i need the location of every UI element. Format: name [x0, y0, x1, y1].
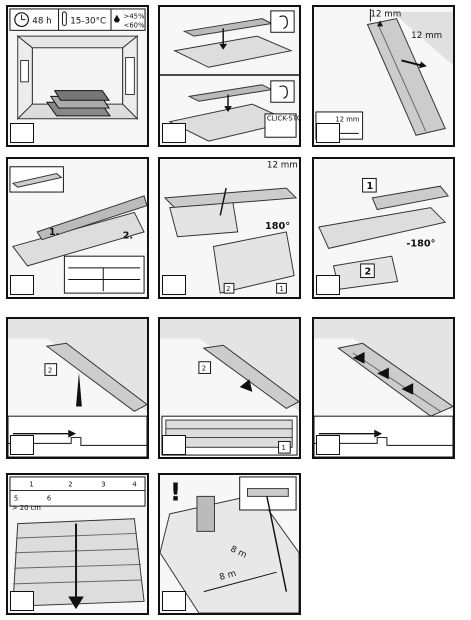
dimension-b-label: 8 m — [218, 569, 237, 583]
step-number — [316, 435, 340, 455]
acclim-time: 48 h — [32, 17, 51, 27]
row-number-5: 5 — [14, 494, 18, 502]
step-number — [316, 123, 340, 143]
step-panel-rotate-board: 1 -180° 2 — [312, 157, 455, 299]
warning-mark: ! — [170, 477, 182, 506]
step-two-label: 2. — [123, 231, 133, 242]
thermometer-icon — [61, 11, 67, 26]
row-number-4: 4 — [132, 481, 136, 489]
row-number-6: 6 — [47, 494, 51, 502]
rotation-label: -180° — [406, 238, 435, 249]
expansion-joint-illustration: ! 8 m 8 m — [160, 476, 299, 613]
step-panel-connect-boards: CLICK-STOP — [158, 5, 301, 147]
step-number — [10, 123, 34, 143]
step-number — [162, 591, 186, 611]
step-panel-expansion-joint: ! 8 m 8 m — [158, 473, 301, 615]
click-stop-label: CLICK-STOP — [267, 115, 299, 123]
row-number-2: 2 — [68, 481, 72, 489]
humidity-low: <60% — [124, 21, 145, 29]
temperature-range: 15-30°C — [70, 17, 106, 27]
tag-two: 2 — [226, 285, 230, 293]
step-number — [316, 275, 340, 295]
step-panel-acclimatize: 48 h 15-30°C >45% <60% — [6, 5, 149, 147]
tag-two: 2 — [202, 365, 206, 373]
step-number — [10, 275, 34, 295]
gap-top-label: 12 mm — [370, 10, 401, 20]
step-panel-offset-rows: 1 2 3 4 5 6 > 20 cm — [6, 473, 149, 615]
angle-insert-illustration: 1. 2. — [9, 166, 147, 294]
step-number — [10, 435, 34, 455]
row-number-3: 3 — [101, 481, 105, 489]
step-one-label: 1. — [49, 227, 59, 238]
acclimatize-illustration: 48 h 15-30°C >45% <60% — [9, 8, 146, 120]
min-offset-label: > 20 cm — [12, 504, 41, 512]
step-panel-tap-in — [312, 317, 455, 459]
tag-one: 1 — [281, 444, 285, 452]
step-panel-cut-last-board: 12 mm 180° 2 1 — [158, 157, 301, 299]
rotation-label: 180° — [265, 221, 290, 232]
use-offcut-illustration: 2 2 1 — [160, 319, 299, 456]
gap-detail-label: 12 mm — [335, 116, 359, 124]
step-panel-use-offcut: 2 2 1 — [158, 317, 301, 459]
step-number — [162, 123, 186, 143]
first-row-illustration: 12 mm 12 mm 12 mm — [315, 8, 453, 140]
humidity-icon — [113, 14, 120, 23]
offset-rows-illustration: 1 2 3 4 5 6 > 20 cm — [9, 476, 146, 610]
step-number — [10, 591, 34, 611]
clock-icon — [14, 12, 30, 28]
tag-two: 2 — [365, 267, 372, 278]
step-panel-second-row: 2 — [6, 317, 149, 459]
tag-one: 1 — [366, 181, 373, 192]
gap-label: 12 mm — [267, 161, 298, 171]
row-number-1: 1 — [29, 481, 33, 489]
step-panel-first-row: 12 mm 12 mm 12 mm — [312, 5, 455, 147]
cut-board-illustration: 12 mm 180° 2 1 — [163, 161, 298, 294]
gap-side-label: 12 mm — [411, 31, 442, 41]
connect-boards-illustration: CLICK-STOP — [160, 7, 299, 142]
step-panel-angle-insert: 1. 2. — [6, 157, 149, 299]
ear-icon — [270, 10, 295, 33]
tag-one: 1 — [280, 285, 284, 293]
tag-two: 2 — [48, 366, 52, 374]
humidity-high: >45% — [124, 13, 145, 21]
step-number — [162, 435, 186, 455]
step-number — [162, 275, 186, 295]
